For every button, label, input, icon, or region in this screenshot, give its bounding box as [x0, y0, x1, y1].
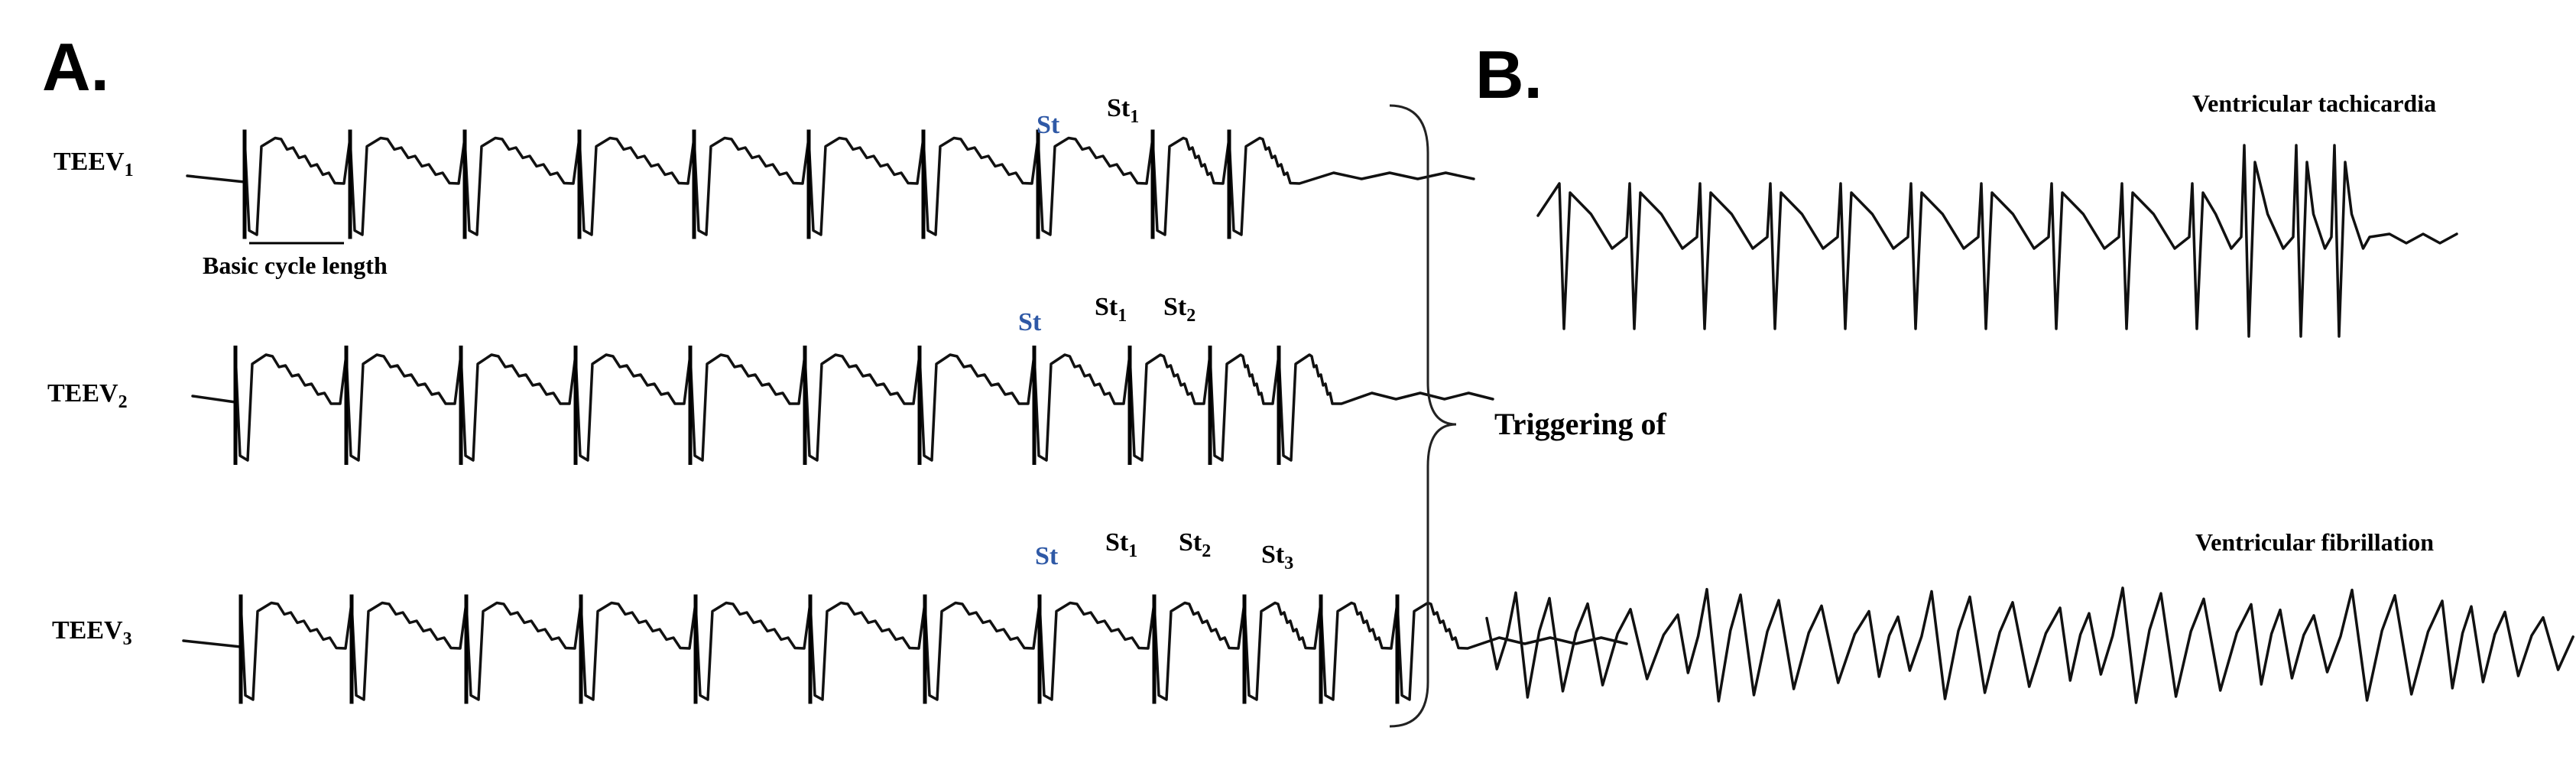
lead-label-teev2: TEEV2: [47, 379, 128, 412]
teev2-waveform: [191, 353, 1494, 462]
marker-st-teev1: St: [1037, 111, 1060, 139]
vt-waveform: [1536, 144, 2458, 338]
triggering-label: Triggering of: [1494, 407, 1666, 441]
marker-st2-teev3: St2: [1179, 528, 1211, 561]
teev1-waveform: [186, 136, 1475, 236]
curly-bracket: [1389, 104, 1457, 728]
vf-waveform: [1485, 586, 2574, 704]
marker-st2-teev2: St2: [1163, 293, 1196, 326]
panel-a-traces: [182, 129, 1628, 704]
teev3-waveform: [182, 601, 1628, 701]
marker-st-teev3: St: [1035, 542, 1059, 570]
vt-label: Ventricular tachicardia: [2192, 89, 2436, 117]
lead-label-teev1: TEEV1: [54, 148, 134, 180]
marker-st1-teev1: St1: [1107, 94, 1139, 127]
marker-st1-teev3: St1: [1105, 528, 1137, 561]
lead-label-teev3: TEEV3: [52, 616, 132, 649]
panel-a-label: A.: [42, 29, 109, 105]
vf-label: Ventricular fibrillation: [2195, 528, 2434, 556]
marker-st3-teev3: St3: [1261, 541, 1293, 573]
panel-b-traces: [1485, 144, 2574, 704]
marker-st1-teev2: St1: [1095, 293, 1127, 326]
panel-b-label: B.: [1475, 37, 1543, 112]
cycle-length-label: Basic cycle length: [203, 252, 388, 279]
marker-st-teev2: St: [1018, 308, 1042, 336]
